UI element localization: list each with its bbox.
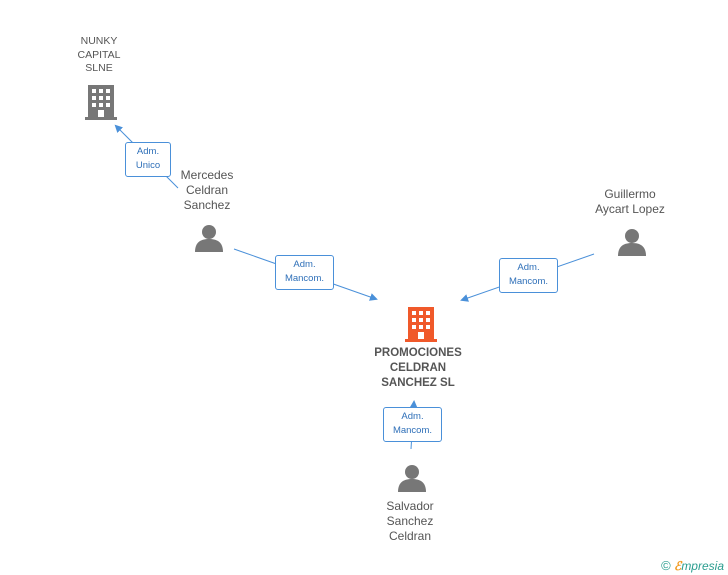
edge-label-adm-mancom[interactable]: Adm. Mancom. [275,255,334,290]
company-name-nunky[interactable]: NUNKY CAPITAL SLNE [77,35,121,74]
person-name-guillermo[interactable]: Guillermo Aycart Lopez [595,187,665,216]
person-icon[interactable] [398,464,426,492]
edge-label-adm-unico[interactable]: Adm. Unico [125,142,171,177]
brand-e: ℰ [674,559,682,573]
building-icon[interactable] [85,84,117,120]
person-icon[interactable] [618,228,646,256]
company-name-promociones[interactable]: PROMOCIONES CELDRAN SANCHEZ SL [374,347,462,389]
edge-label-adm-mancom[interactable]: Adm. Mancom. [499,258,558,293]
brand-name: mpresia [681,559,724,573]
building-icon[interactable] [405,306,437,342]
person-name-salvador[interactable]: Salvador Sanchez Celdran [386,499,434,543]
copyright-footer: © ℰmpresia [661,558,724,573]
person-name-mercedes[interactable]: Mercedes Celdran Sanchez [180,168,234,212]
copyright-icon: © [661,558,671,573]
edge-label-adm-mancom[interactable]: Adm. Mancom. [383,407,442,442]
person-icon[interactable] [195,224,223,252]
